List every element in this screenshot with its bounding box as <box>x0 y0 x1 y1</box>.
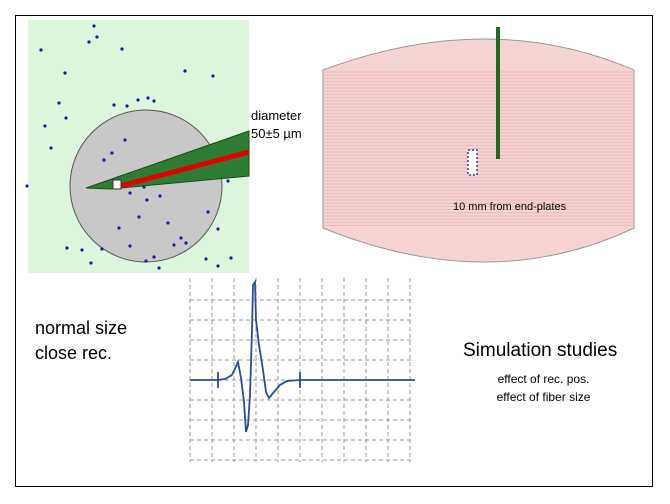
fiber-dot <box>211 74 215 78</box>
fiber-dot <box>112 103 116 107</box>
fiber-dot <box>39 48 43 52</box>
fiber-dot <box>57 101 61 105</box>
fiber-dot <box>184 241 188 245</box>
fiber-dot <box>137 215 141 219</box>
muscle-section-panel <box>322 27 635 263</box>
fiber-dot <box>123 138 127 142</box>
fiber-cross-section-panel <box>25 20 250 273</box>
fiber-dot <box>64 116 68 120</box>
fiber-dot <box>144 259 148 263</box>
fiber-dot <box>145 198 149 202</box>
fiber-dot <box>152 99 156 103</box>
fiber-dot <box>89 261 93 265</box>
caption-line-2: close rec. <box>35 343 113 363</box>
fiber-dot <box>100 247 104 251</box>
fiber-dot <box>157 266 161 270</box>
fiber-bundle-marker <box>467 149 478 176</box>
distance-label: 10 mm from end-plates <box>453 201 567 213</box>
fiber-dot <box>128 244 132 248</box>
fiber-dot <box>172 243 176 247</box>
slide-frame <box>15 15 653 487</box>
fiber-dot <box>216 264 220 268</box>
action-potential-trace <box>190 279 415 433</box>
fiber-dot <box>179 236 183 240</box>
fiber-dot <box>49 146 53 150</box>
fiber-dot <box>63 71 67 75</box>
fiber-dots <box>25 24 233 270</box>
fiber-dot <box>152 255 156 259</box>
fiber-dot <box>25 184 29 188</box>
fiber-dot <box>87 40 91 44</box>
electrode-core <box>119 149 250 189</box>
fiber-dot <box>102 158 106 162</box>
fiber-dot <box>204 257 208 261</box>
fiber-dot <box>146 96 150 100</box>
fiber-dot <box>120 47 124 51</box>
fiber-lines <box>324 71 633 227</box>
muscle-shape <box>322 38 635 263</box>
waveform-panel <box>189 278 415 462</box>
fiber-dot <box>80 248 84 252</box>
fiber-dot <box>206 210 210 214</box>
needle-shaft <box>496 27 500 159</box>
fiber-dot <box>229 256 233 260</box>
fiber-dot <box>216 227 220 231</box>
fiber-dot <box>166 221 170 225</box>
fiber-dot <box>226 179 230 183</box>
caption-line-1: normal size <box>35 318 128 338</box>
diameter-label: diameter <box>251 108 302 123</box>
electrode-needle <box>85 130 250 190</box>
simulation-point-2: effect of fiber size <box>496 390 591 404</box>
recording-surface <box>112 179 122 190</box>
simulation-title: Simulation studies <box>463 340 618 361</box>
fiber-dot <box>136 98 140 102</box>
fiber-dot <box>110 151 114 155</box>
waveform-grid <box>189 278 412 462</box>
fiber-dot <box>117 226 121 230</box>
fiber-dot <box>183 69 187 73</box>
fiber-dot <box>95 35 99 39</box>
fiber-dot <box>158 194 162 198</box>
fiber-dot <box>92 24 96 28</box>
fiber-dot <box>65 246 69 250</box>
fiber-dot <box>43 124 47 128</box>
fiber-dot <box>128 191 132 195</box>
fiber-dot <box>125 104 129 108</box>
simulation-point-1: effect of rec. pos. <box>497 372 590 386</box>
diameter-value: 50±5 µm <box>251 126 302 141</box>
